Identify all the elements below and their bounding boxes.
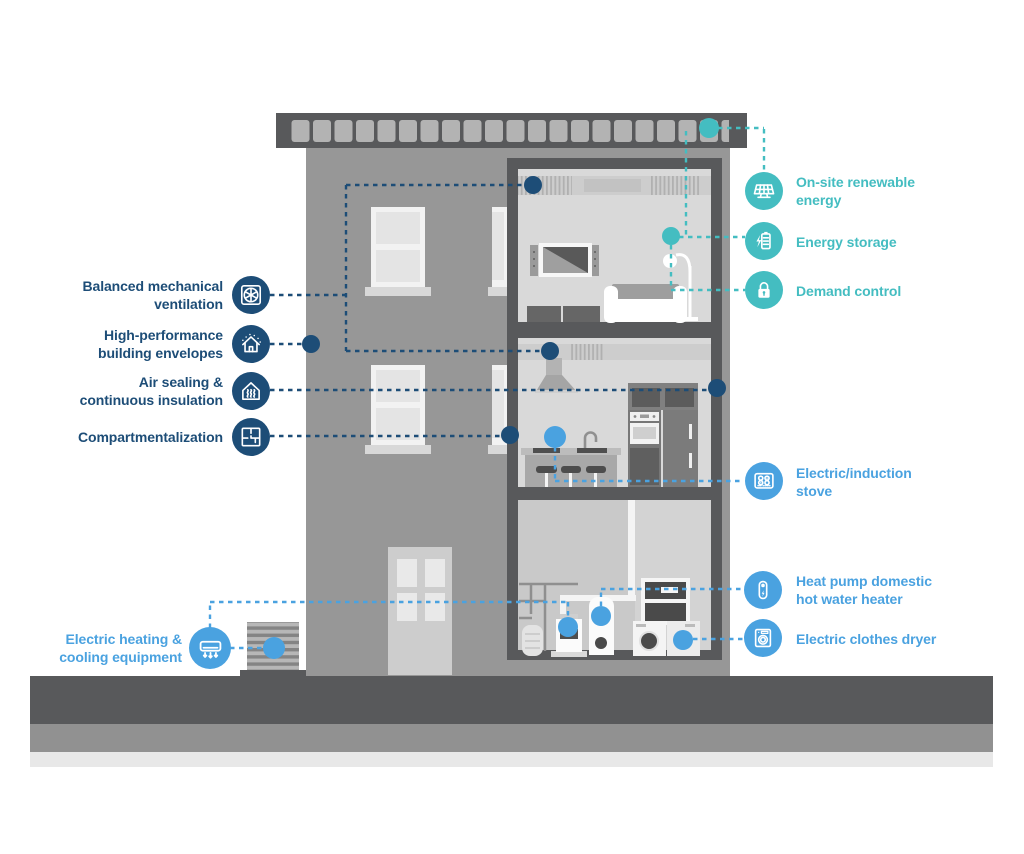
label-balanced-mechanical-ventilation: Balanced mechanical ventilation bbox=[82, 278, 224, 312]
wall-oven bbox=[628, 410, 661, 487]
envelope-marker-dot bbox=[302, 335, 320, 353]
blue-connectors bbox=[208, 447, 744, 650]
ventilation-fan-icon bbox=[232, 276, 270, 314]
living-room bbox=[518, 169, 711, 323]
floor-plan-icon bbox=[232, 418, 270, 456]
window bbox=[365, 207, 431, 296]
kitchen bbox=[518, 338, 711, 487]
label-high-performance-building-envelopes: High-performance building envelopes bbox=[98, 327, 223, 361]
dryer-marker-dot bbox=[673, 630, 693, 650]
label-electric-heating-cooling-equipment: Electric heating & cooling equipment bbox=[59, 631, 182, 665]
ground bbox=[30, 676, 993, 767]
sofa bbox=[604, 284, 687, 323]
window bbox=[365, 365, 431, 454]
refrigerator bbox=[663, 410, 698, 487]
stacked-laundry-unit bbox=[641, 578, 690, 625]
washing-machine bbox=[633, 621, 666, 656]
teal-connectors bbox=[669, 126, 766, 292]
furnace-marker-dot bbox=[558, 617, 578, 637]
label-electric-clothes-dryer: Electric clothes dryer bbox=[796, 631, 937, 647]
air-sealing-marker-dot bbox=[708, 379, 726, 397]
induction-cooktop-icon bbox=[745, 462, 783, 500]
induction-cooktop bbox=[533, 448, 560, 453]
label-energy-storage: Energy storage bbox=[796, 234, 897, 250]
label-electric-induction-stove: Electric/induction stove bbox=[796, 465, 912, 499]
solar-marker-dot bbox=[699, 118, 719, 138]
storage-marker-dot bbox=[662, 227, 680, 245]
label-air-sealing-continuous-insulation: Air sealing & continuous insulation bbox=[79, 374, 223, 408]
pipes bbox=[519, 582, 578, 651]
basement bbox=[518, 500, 711, 657]
ventilation-marker-dot bbox=[541, 342, 559, 360]
ventilation-marker-dot bbox=[524, 176, 542, 194]
marker-dots bbox=[263, 118, 726, 659]
bar-stools bbox=[536, 466, 606, 487]
label-heat-pump-water-heater: Heat pump domestic hot water heater bbox=[796, 573, 932, 607]
condenser-marker-dot bbox=[263, 637, 285, 659]
compartmentalization-marker-dot bbox=[501, 426, 519, 444]
tv-stand bbox=[527, 306, 600, 322]
house-insulation-icon bbox=[232, 372, 270, 410]
water-heater-marker-dot bbox=[591, 606, 611, 626]
front-door bbox=[388, 547, 452, 675]
window-partial bbox=[488, 207, 510, 454]
solar-panel-array bbox=[289, 120, 729, 142]
expansion-tank bbox=[522, 625, 543, 656]
building-cutaway bbox=[507, 158, 722, 660]
clothes-dryer-icon bbox=[744, 619, 782, 657]
battery-charge-icon bbox=[745, 222, 783, 260]
television bbox=[530, 243, 599, 277]
navy-connectors bbox=[270, 183, 709, 438]
stove-marker-dot bbox=[544, 426, 566, 448]
faucet bbox=[583, 431, 598, 448]
house-envelope-icon bbox=[232, 325, 270, 363]
padlock-icon bbox=[745, 271, 783, 309]
water-heater-tank-icon bbox=[744, 571, 782, 609]
label-compartmentalization: Compartmentalization bbox=[77, 429, 223, 445]
sink bbox=[577, 448, 607, 453]
roof bbox=[276, 113, 747, 148]
mini-split-ac-icon bbox=[189, 627, 231, 669]
connector-lines bbox=[208, 126, 766, 650]
range-hood bbox=[535, 358, 578, 393]
solar-panel-icon bbox=[745, 172, 783, 210]
label-demand-control: Demand control bbox=[796, 283, 902, 299]
label-onsite-renewable-energy: On-site renewable energy bbox=[796, 174, 915, 208]
floor-lamp bbox=[663, 253, 698, 321]
kitchen-cabinets bbox=[628, 383, 698, 410]
